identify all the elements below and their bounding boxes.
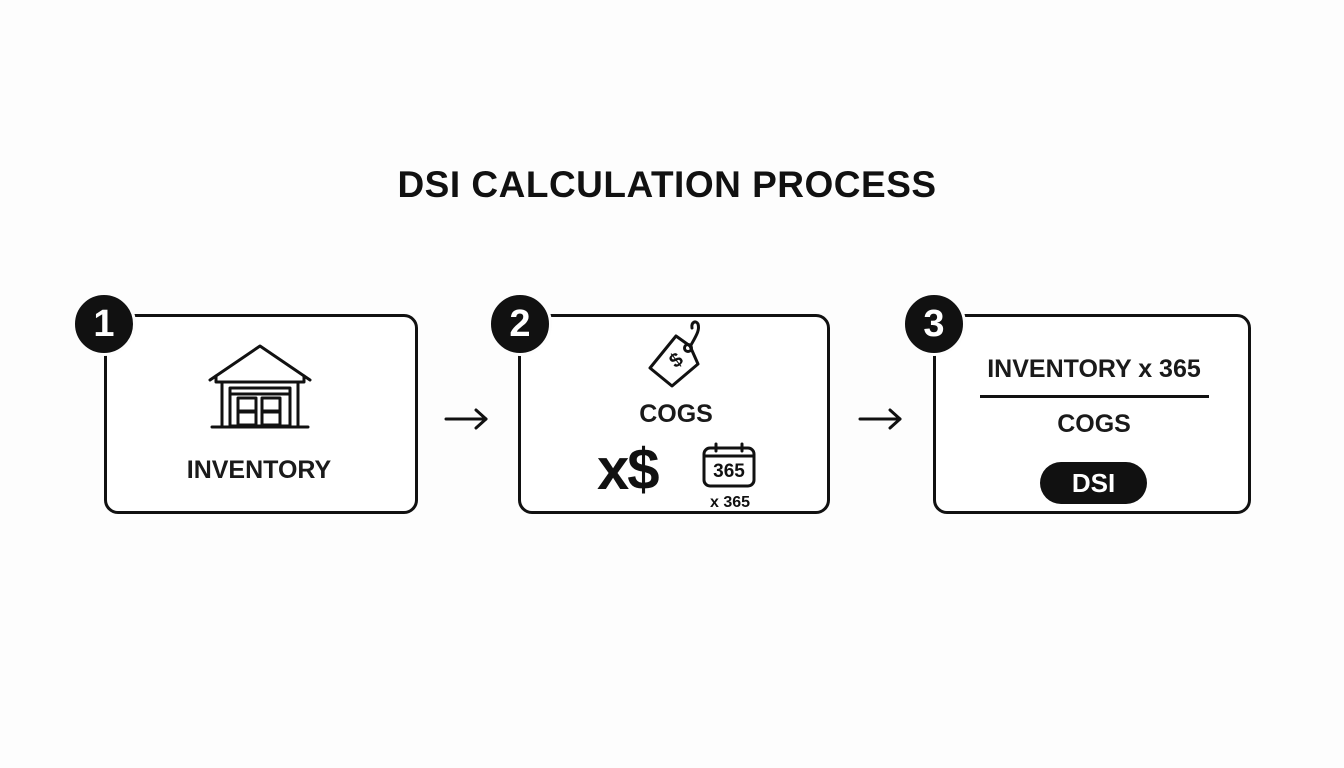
warehouse-icon xyxy=(208,344,312,429)
dsi-result-badge: DSI xyxy=(1040,462,1147,504)
svg-text:$: $ xyxy=(665,348,687,372)
arrow-right-icon xyxy=(858,408,902,430)
arrow-right-icon xyxy=(444,408,488,430)
price-tag-icon: $ xyxy=(648,320,700,388)
calendar-icon: 365 xyxy=(702,442,756,488)
calendar-caption: x 365 xyxy=(709,494,751,511)
step-1-badge: 1 xyxy=(72,292,136,356)
formula-numerator: INVENTORY x 365 xyxy=(987,355,1201,383)
diagram-title: DSI CALCULATION PROCESS xyxy=(397,164,937,205)
fraction-bar xyxy=(980,395,1209,398)
step-2-badge: 2 xyxy=(488,292,552,356)
step-1-label: INVENTORY xyxy=(186,456,332,484)
step-2-label: COGS xyxy=(639,400,713,428)
step-2-card xyxy=(518,314,830,514)
calendar-number: 365 xyxy=(713,461,745,482)
formula-denominator: COGS xyxy=(1057,410,1131,438)
multiplier-dollar-symbol: x$ xyxy=(597,437,659,502)
step-3-badge: 3 xyxy=(902,292,966,356)
